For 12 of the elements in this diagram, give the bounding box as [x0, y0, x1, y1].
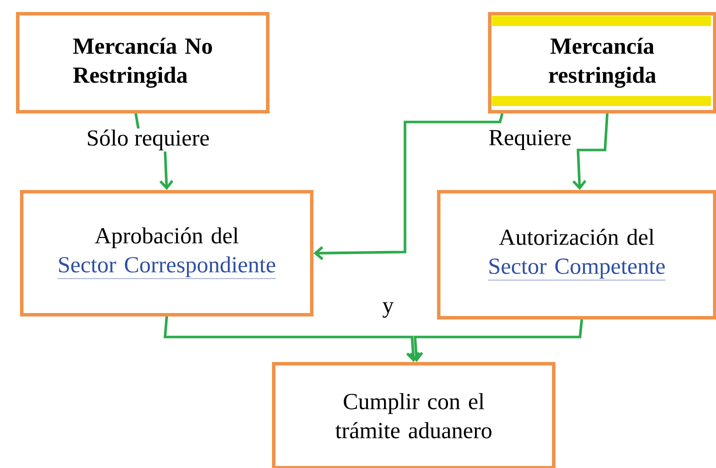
process-box: Aprobación del Sector Correspondiente [20, 190, 314, 316]
arrow [314, 113, 504, 260]
edge-label: Requiere [488, 128, 572, 152]
process-box: Mercancía restringida [488, 12, 716, 114]
arrow [409, 319, 584, 362]
arrow [572, 113, 609, 190]
arrow [164, 316, 420, 362]
edge-label: Sólo requiere [85, 128, 211, 152]
edge-label: y [381, 301, 395, 319]
process-box: Autorización del Sector Competente [437, 190, 716, 320]
process-box: Cumplir con el trámite aduanero [272, 362, 556, 468]
process-box: Mercancía No Restringida [16, 12, 270, 114]
